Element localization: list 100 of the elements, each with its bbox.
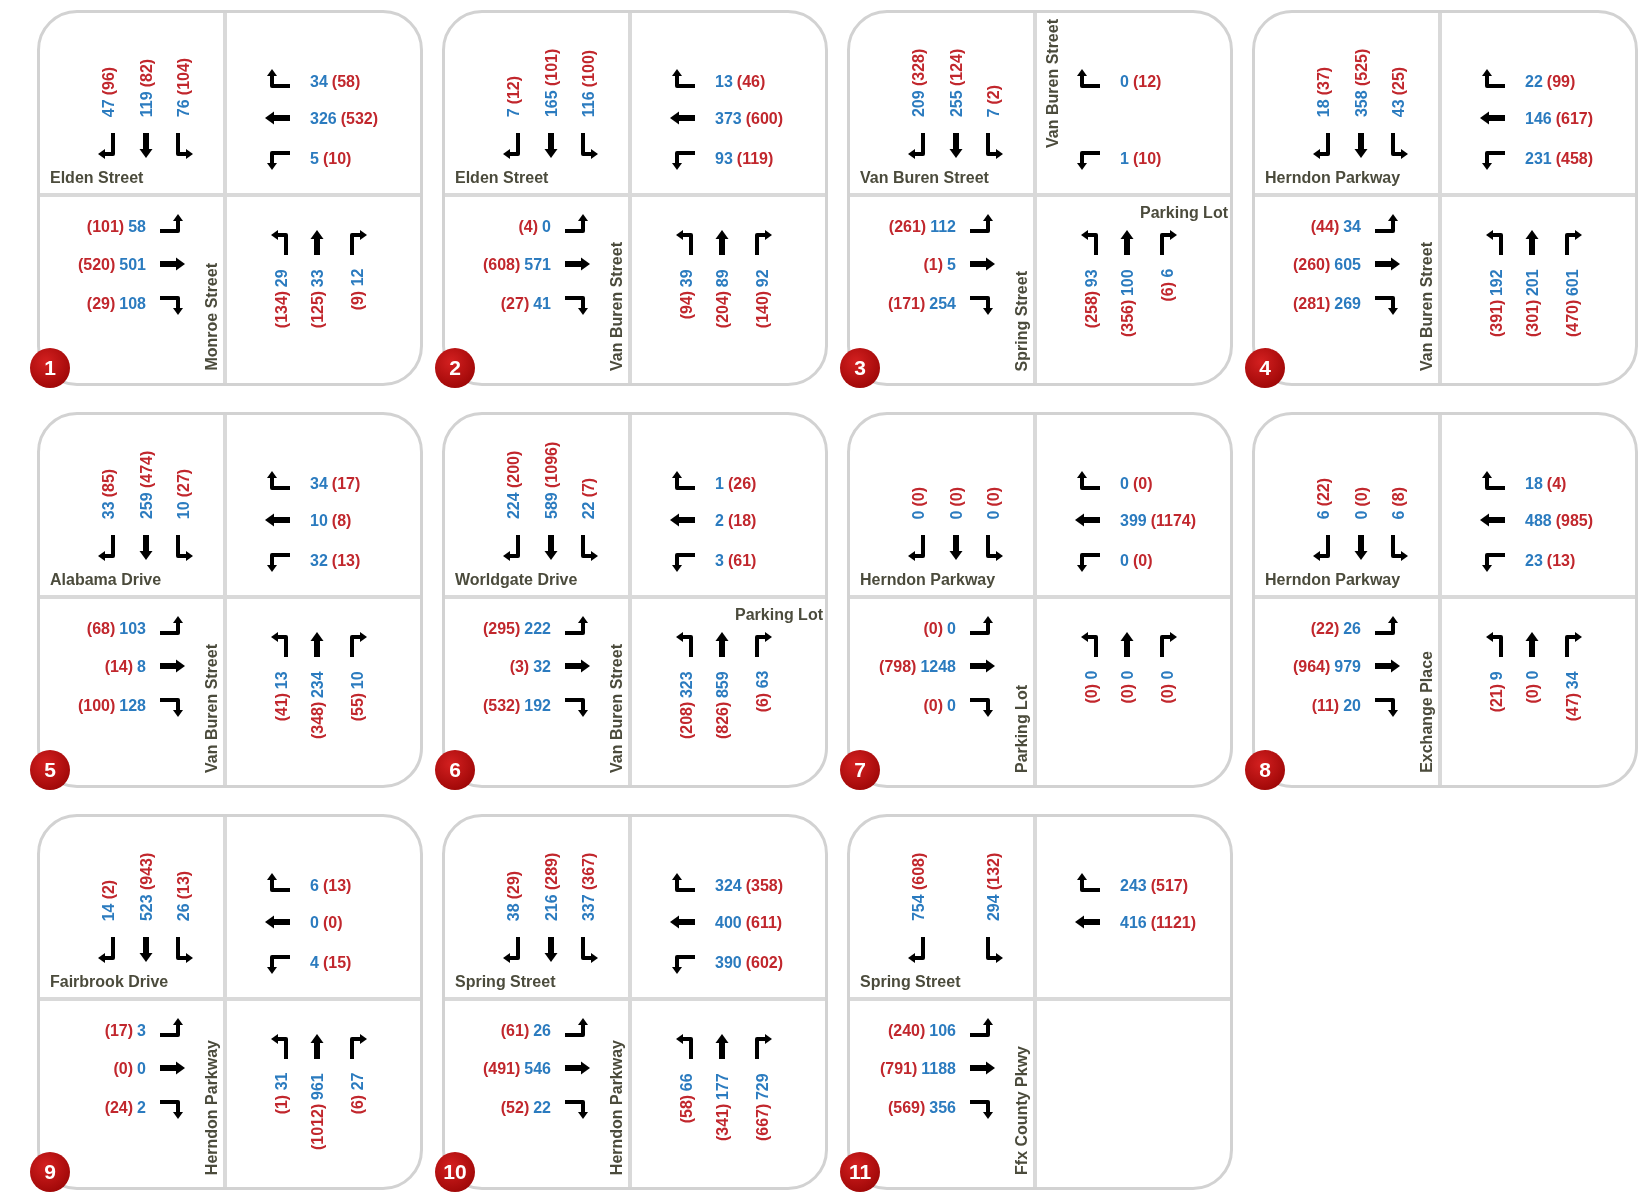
- bracketed-count-label: (301): [1523, 299, 1542, 338]
- bracketed-count-label: (826): [713, 701, 732, 740]
- street-name: Parking Lot: [1012, 685, 1031, 773]
- bracketed-count-label: (356): [1118, 299, 1137, 338]
- bracketed-count-label: (569): [887, 1098, 926, 1118]
- bracketed-count-label: (2): [984, 84, 1003, 105]
- bracketed-count-label: (124): [947, 48, 966, 87]
- street-name: Parking Lot: [735, 605, 823, 625]
- bracketed-count-label: (13): [322, 876, 352, 896]
- bracketed-count-label: (171): [887, 294, 926, 314]
- bracketed-count-label: (11): [1311, 696, 1340, 716]
- count-label: 76: [174, 99, 193, 117]
- bracketed-count-label: (58): [677, 1094, 696, 1124]
- street-name: Exchange Place: [1417, 651, 1436, 773]
- bracketed-count-label: (600): [745, 109, 784, 129]
- bracketed-count-label: (358): [745, 876, 784, 896]
- bracketed-count-label: (119): [736, 149, 774, 169]
- street-name: Fairbrook Drive: [50, 972, 169, 992]
- intersection-card: [847, 814, 1233, 1190]
- bracketed-count-label: (1): [272, 1094, 291, 1115]
- bracketed-count-label: (517): [1150, 876, 1189, 896]
- count-label: 33: [308, 269, 327, 287]
- bracketed-count-label: (82): [137, 58, 156, 88]
- bracketed-count-label: (26): [727, 474, 757, 494]
- count-label: 18: [1525, 474, 1543, 494]
- bracketed-count-label: (0): [984, 486, 1003, 507]
- count-label: 0: [137, 1059, 146, 1079]
- street-name: Alabama Drive: [50, 570, 162, 590]
- bracketed-count-label: (61): [727, 551, 757, 571]
- count-label: 41: [533, 294, 551, 314]
- count-label: 112: [930, 217, 956, 237]
- bracketed-count-label: (18): [727, 511, 757, 531]
- count-label: 8: [137, 657, 146, 677]
- bracketed-count-label: (608): [482, 255, 521, 275]
- bracketed-count-label: (985): [1555, 511, 1594, 531]
- bracketed-count-label: (13): [174, 870, 193, 900]
- count-label: 10: [174, 501, 193, 519]
- count-label: 63: [753, 671, 772, 689]
- number-badge: 8: [1245, 750, 1285, 790]
- count-label: 29: [272, 269, 291, 287]
- count-label: 128: [119, 696, 146, 716]
- street-name: Herndon Parkway: [607, 1039, 626, 1175]
- bracketed-count-label: (617): [1555, 109, 1594, 129]
- count-label: 66: [677, 1073, 696, 1091]
- count-label: 0: [1120, 72, 1129, 92]
- bracketed-count-label: (1): [923, 255, 944, 275]
- street-name: Spring Street: [860, 972, 961, 992]
- count-label: 39: [677, 269, 696, 287]
- number-badge: 4: [1245, 348, 1285, 388]
- count-label: 373: [715, 109, 742, 129]
- intersection-card: [37, 10, 423, 386]
- count-label: 6: [1389, 510, 1408, 519]
- count-label: 32: [310, 551, 328, 571]
- street-name: Elden Street: [50, 168, 144, 188]
- count-label: 0: [1120, 474, 1129, 494]
- bracketed-count-label: (470): [1563, 299, 1582, 338]
- count-label: 1: [1120, 149, 1129, 169]
- bracketed-count-label: (68): [86, 619, 116, 639]
- bracketed-count-label: (46): [736, 72, 766, 92]
- count-label: 38: [504, 903, 523, 921]
- count-label: 13: [272, 671, 291, 689]
- number-badge: 5: [30, 750, 70, 790]
- number-badge: 2: [435, 348, 475, 388]
- bracketed-count-label: (140): [753, 290, 772, 329]
- count-label: 26: [533, 1021, 551, 1041]
- bracketed-count-label: (12): [1132, 72, 1162, 92]
- bracketed-count-label: (964): [1292, 657, 1331, 677]
- count-label: 93: [1082, 269, 1101, 287]
- bracketed-count-label: (104): [174, 57, 193, 96]
- count-label: 3: [715, 551, 724, 571]
- bracketed-count-label: (8): [1389, 486, 1408, 507]
- count-label: 6: [1314, 510, 1333, 519]
- count-label: 390: [715, 953, 742, 973]
- bracketed-count-label: (261): [888, 217, 927, 237]
- count-label: 47: [99, 99, 118, 117]
- bracketed-count-label: (55): [348, 692, 367, 722]
- count-label: 222: [524, 619, 551, 639]
- street-name: Van Buren Street: [1417, 242, 1436, 371]
- bracketed-count-label: (44): [1310, 217, 1340, 237]
- count-label: 177: [713, 1073, 732, 1100]
- count-label: 34: [1343, 217, 1361, 237]
- bracketed-count-label: (10): [322, 149, 352, 169]
- count-label: 356: [929, 1098, 956, 1118]
- count-label: 26: [174, 903, 193, 921]
- count-label: 6: [1158, 269, 1177, 278]
- bracketed-count-label: (100): [579, 49, 598, 88]
- bracketed-count-label: (14): [104, 657, 134, 677]
- count-label: 34: [1563, 671, 1582, 689]
- count-label: 89: [713, 269, 732, 287]
- count-label: 961: [308, 1073, 327, 1100]
- bracketed-count-label: (667): [753, 1103, 772, 1142]
- count-label: 26: [1343, 619, 1361, 639]
- bracketed-count-label: (281): [1292, 294, 1331, 314]
- bracketed-count-label: (8): [331, 511, 352, 531]
- bracketed-count-label: (21): [1487, 683, 1506, 713]
- bracketed-count-label: (348): [308, 701, 327, 740]
- count-label: 269: [1334, 294, 1361, 314]
- bracketed-count-label: (125): [308, 290, 327, 329]
- count-label: 231: [1525, 149, 1552, 169]
- bracketed-count-label: (525): [1352, 48, 1371, 87]
